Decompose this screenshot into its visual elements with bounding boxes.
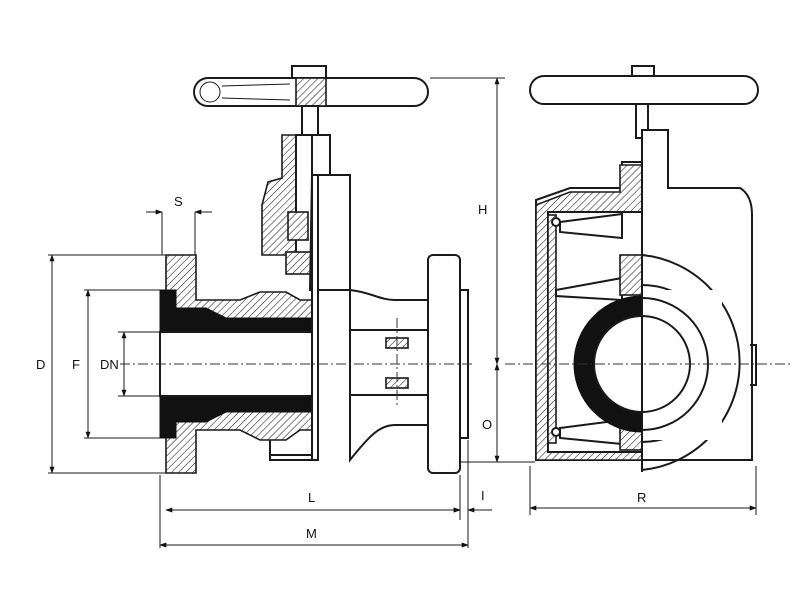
dim-label-f: F bbox=[72, 357, 80, 372]
bonnet-section bbox=[261, 134, 313, 275]
dim-label-s: S bbox=[174, 194, 183, 209]
dim-label-d: D bbox=[36, 357, 45, 372]
dimension-lines bbox=[48, 77, 757, 548]
handwheel-side bbox=[193, 65, 429, 107]
body-outline bbox=[308, 134, 431, 463]
dim-label-i: I bbox=[481, 488, 485, 503]
front-view bbox=[505, 65, 790, 472]
side-section-view bbox=[120, 65, 475, 474]
dim-label-r: R bbox=[637, 490, 646, 505]
dim-label-l: L bbox=[308, 490, 315, 505]
dim-label-o: O bbox=[482, 417, 492, 432]
dim-label-dn: DN bbox=[100, 357, 119, 372]
dim-label-m: M bbox=[306, 526, 317, 541]
dimension-labels: S H D F DN O L I M R bbox=[36, 194, 646, 541]
dim-label-h: H bbox=[478, 202, 487, 217]
front-bore bbox=[573, 130, 757, 472]
handwheel-front bbox=[529, 75, 759, 105]
